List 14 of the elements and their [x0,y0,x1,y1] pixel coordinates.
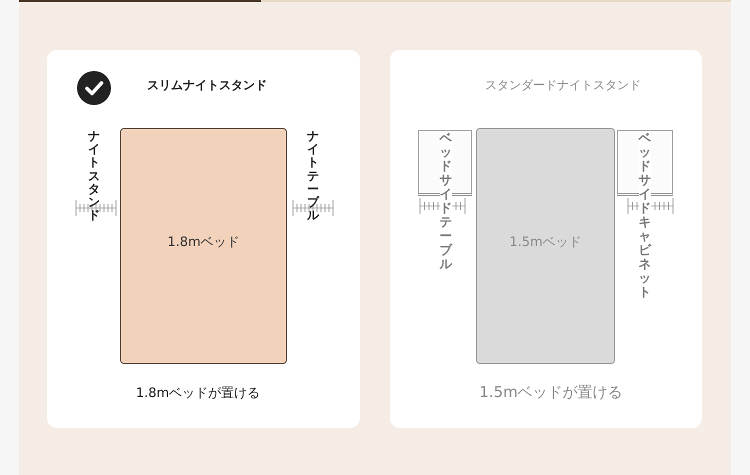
option-card [390,50,702,428]
furniture-label: ベッドサイドテーブル [440,131,452,271]
card-title: スリムナイトスタンド [146,77,268,94]
bed-label: 1.5mベッド [508,234,583,251]
furniture-label: ナイトスタンド [88,130,100,222]
option-card [47,50,360,428]
bed-shape [120,128,287,364]
furniture-label: ナイトテーブル [307,130,319,222]
card-title: スタンダードナイトスタンド [484,77,642,94]
bed-label: 1.8mベッド [166,234,241,251]
card-caption: 1.5mベッドが置ける [478,383,624,402]
card-caption: 1.8mベッドが置ける [134,385,262,402]
furniture-label: ベッドサイドキャビネット [638,131,652,299]
bed-shape [476,128,615,364]
